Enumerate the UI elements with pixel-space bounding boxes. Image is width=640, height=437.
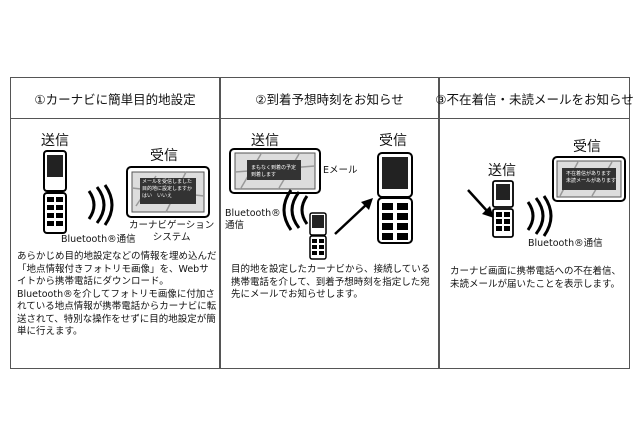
mobile-phone-icon	[492, 180, 514, 238]
nav-screen-line-3: はい いいえ	[142, 193, 173, 199]
wireless-signal-icon	[526, 195, 553, 237]
mobile-phone-sender-icon	[309, 212, 327, 260]
panel-1-description: あらかじめ目的地設定などの情報を埋め込んだ「地点情報付きフォトリモ画像」を、We…	[17, 251, 217, 337]
send-arrow-icon	[334, 198, 373, 235]
email-label: Eメール	[323, 165, 358, 176]
nav-screen-line-1: メールを受信しました	[142, 179, 193, 185]
receive-label: 受信	[573, 139, 601, 155]
wireless-signal-icon	[282, 189, 309, 231]
panel-2-description: 目的地を設定したカーナビから、接続している携帯電話を介して、到着予想時刻を指定し…	[231, 264, 431, 300]
mobile-phone-receiver-icon	[377, 152, 413, 244]
nav-screen-line-2: 到着します	[251, 172, 277, 178]
car-navigation-device-icon	[552, 156, 626, 202]
car-navigation-device-icon	[229, 148, 321, 194]
car-navigation-device-icon	[126, 166, 210, 218]
panel-2-title: ②到着予想時刻をお知らせ	[221, 78, 438, 119]
nav-screen-line-2: 目的地に設定しますか	[142, 186, 193, 192]
bluetooth-label: Bluetooth® 通信	[225, 208, 281, 231]
wireless-signal-icon	[87, 184, 114, 226]
panel-missed-call-notice: ③不在着信・未読メールをお知らせ 受信 送信 不在着信があります 未読メールがあ…	[435, 77, 634, 369]
bluetooth-label: Bluetooth®通信	[528, 238, 603, 249]
bluetooth-label: Bluetooth®通信	[61, 234, 136, 245]
car-navigation-label: カーナビゲーション システム	[129, 220, 215, 243]
nav-screen-line-1: まもなく到着の予定	[251, 165, 297, 171]
incoming-arrow-icon	[467, 189, 494, 218]
nav-screen-line-2: 未読メールがあります	[566, 178, 617, 184]
send-label: 送信	[488, 163, 516, 179]
mobile-phone-icon	[43, 150, 67, 234]
receive-label: 受信	[150, 148, 178, 164]
send-label: 送信	[41, 133, 69, 149]
send-label: 送信	[251, 133, 279, 149]
panel-1-title: ①カーナビに簡単目的地設定	[11, 78, 219, 119]
receive-label: 受信	[379, 133, 407, 149]
panel-arrival-time-notice: ②到着予想時刻をお知らせ 送信 受信 まもなく到着の予定 到着します Eメール …	[220, 77, 439, 369]
panel-destination-setting: ①カーナビに簡単目的地設定 送信 受信 Bluetooth®通信 メールを受信し…	[10, 77, 220, 369]
nav-screen-line-1: 不在着信があります	[566, 171, 612, 177]
panel-3-description: カーナビ画面に携帯電話への不在着信、未読メールが届いたことを表示します。	[450, 266, 622, 290]
panel-3-title: ③不在着信・未読メールをお知らせ	[435, 78, 634, 119]
